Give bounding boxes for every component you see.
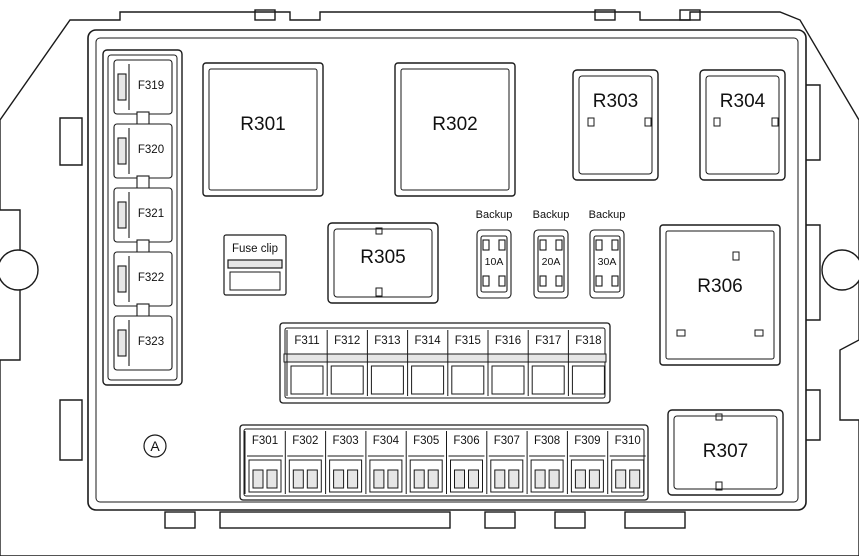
bottom-fuse-f307 (486, 431, 525, 494)
housing-outline (0, 11, 859, 556)
middle-fuse-label: F312 (334, 335, 361, 347)
relay-r304-label: R304 (719, 91, 766, 112)
fuse-clip-label: Fuse clip (231, 243, 279, 255)
backup-fuse-30a (589, 229, 625, 299)
backup-rating: 20A (541, 256, 561, 268)
middle-fuse-label: F315 (454, 335, 481, 347)
bottom-fuse-label: F310 (614, 435, 641, 447)
middle-fuse-f315 (447, 330, 485, 396)
bottom-fuse-f301 (244, 431, 283, 494)
left-fuse-f319 (113, 59, 173, 115)
relay-r307-label: R307 (702, 441, 749, 462)
bottom-fuse-label: F302 (292, 435, 319, 447)
middle-fuse-label: F317 (535, 335, 562, 347)
right-mount-hole (821, 249, 859, 291)
left-fuse-label: F322 (137, 272, 165, 284)
bottom-fuse-label: F309 (574, 435, 601, 447)
marker-circle (143, 434, 167, 458)
relay-r306-label: R306 (697, 276, 743, 297)
left-fuse-label: F320 (137, 144, 165, 156)
middle-fuse-label: F316 (494, 335, 522, 347)
relay-r307 (667, 409, 784, 496)
left-fuse-column (102, 49, 183, 386)
bottom-fuse-label: F304 (372, 435, 399, 447)
fuse-clip-shape (223, 234, 287, 296)
bottom-fuse-f306 (446, 431, 485, 494)
bottom-fuse-f309 (566, 431, 606, 494)
bottom-fuse-f305 (405, 431, 445, 494)
left-mount-hole (0, 249, 39, 291)
bottom-fuse-f310 (607, 431, 646, 494)
backup-fuse-10a (476, 229, 512, 299)
middle-fuse-label: F311 (294, 335, 320, 347)
backup-label: Backup (532, 209, 570, 221)
left-fuse-label: F319 (137, 80, 165, 92)
bottom-fuse-label: F305 (413, 435, 440, 447)
bottom-fuse-f303 (325, 431, 364, 494)
bottom-fuse-f302 (284, 431, 324, 494)
middle-fuse-f316 (487, 330, 525, 396)
relay-r306 (659, 224, 781, 366)
bottom-fuse-label: F308 (533, 435, 561, 447)
middle-fuse-f312 (326, 330, 364, 396)
relay-r301 (202, 62, 324, 197)
relay-r303 (572, 69, 659, 181)
middle-fuse-label: F314 (414, 335, 441, 347)
left-fuse-f323 (113, 315, 173, 371)
middle-fuse-f314 (407, 330, 445, 396)
relay-r305-label: R305 (360, 247, 406, 268)
marker-a-label: A (150, 438, 160, 454)
middle-fuse-label: F313 (374, 335, 401, 347)
bottom-fuse-label: F301 (251, 435, 279, 447)
bottom-fuse-label: F307 (493, 435, 520, 447)
relay-r305 (327, 222, 439, 304)
bottom-fuse-f308 (526, 431, 566, 494)
bottom-fuse-f304 (365, 431, 404, 494)
left-fuse-label: F321 (137, 208, 165, 220)
left-fuse-f320 (113, 123, 173, 179)
middle-fuse-row (279, 322, 611, 404)
bottom-fuse-label: F303 (332, 435, 359, 447)
middle-fuse-f311 (286, 330, 324, 396)
relay-r304 (699, 69, 786, 181)
backup-fuse-20a (533, 229, 569, 299)
bottom-fuse-label: F306 (453, 435, 480, 447)
relay-r302-label: R302 (432, 114, 478, 135)
middle-fuse-f318 (567, 330, 605, 396)
relay-r302 (394, 62, 516, 197)
middle-fuse-f317 (527, 330, 565, 396)
backup-label: Backup (588, 209, 626, 221)
relay-r301-label: R301 (240, 114, 286, 135)
middle-fuse-f313 (366, 330, 404, 396)
backup-rating: 10A (484, 256, 504, 268)
middle-fuse-label: F318 (575, 335, 602, 347)
relay-r303-label: R303 (592, 91, 639, 112)
backup-label: Backup (475, 209, 513, 221)
left-fuse-label: F323 (137, 336, 165, 348)
left-fuse-f321 (113, 187, 173, 243)
backup-rating: 30A (597, 256, 617, 268)
